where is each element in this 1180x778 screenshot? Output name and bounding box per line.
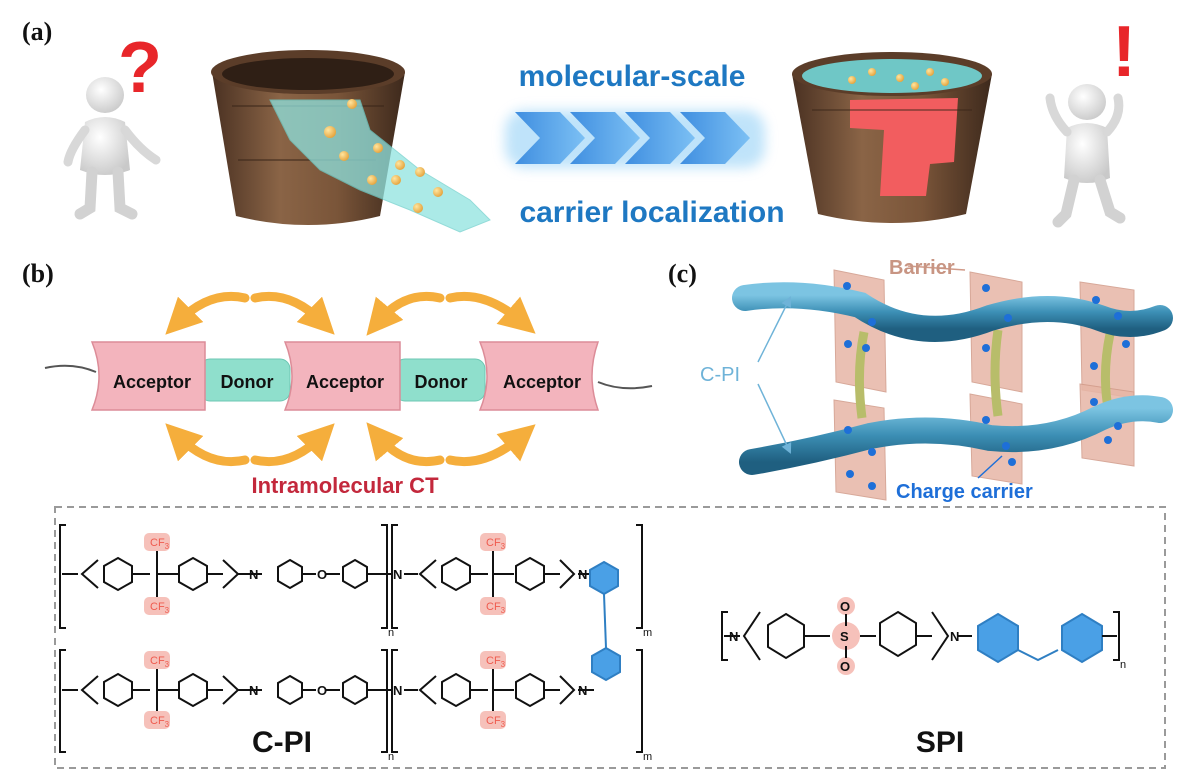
- intramolecular-ct-label: Intramolecular CT: [251, 473, 439, 498]
- donor-label-2: Donor: [415, 372, 468, 392]
- oxygen-label-spi-2: O: [840, 659, 850, 674]
- subscript-m-1: m: [643, 627, 652, 639]
- acceptor-label-3: Acceptor: [503, 372, 581, 392]
- spi-structure-name: SPI: [916, 726, 964, 759]
- nitrogen-label-5: N: [393, 683, 402, 698]
- acceptor-label-1: Acceptor: [113, 372, 191, 392]
- full-bucket-icon: [792, 52, 992, 223]
- sulfur-label: S: [840, 629, 849, 644]
- subscript-m-2: m: [643, 751, 652, 763]
- exclamation-mark: !: [1112, 12, 1136, 92]
- panel-label-a: (a): [22, 17, 52, 46]
- donor-label-1: Donor: [221, 372, 274, 392]
- cpi-structure-bottom: [59, 646, 643, 753]
- cf3-subscript: 3: [165, 542, 170, 551]
- nitrogen-label-6: N: [578, 683, 587, 698]
- cf3-subscript: 3: [165, 660, 170, 669]
- charge-transfer-arrows: [165, 291, 536, 467]
- nitrogen-label-1: N: [249, 567, 258, 582]
- nitrogen-label-3: N: [578, 567, 587, 582]
- cf3-subscript: 3: [501, 606, 506, 615]
- panel-label-b: (b): [22, 259, 54, 288]
- oxygen-label-1: O: [317, 567, 327, 582]
- oxygen-label-spi-1: O: [840, 599, 850, 614]
- subscript-n-spi: n: [1120, 659, 1126, 671]
- happy-person-figure: [1045, 84, 1126, 228]
- subscript-n-1: n: [388, 627, 394, 639]
- cpi-structure-name: C-PI: [252, 726, 312, 759]
- cpi-network-label: C-PI: [700, 364, 740, 386]
- confused-person-figure: [63, 77, 161, 220]
- nitrogen-label-4: N: [249, 683, 258, 698]
- cf3-subscript: 3: [165, 606, 170, 615]
- cf3-subscript: 3: [501, 660, 506, 669]
- oxygen-label-2: O: [317, 683, 327, 698]
- chevron-arrows: [505, 110, 765, 168]
- carrier-localization-label: carrier localization: [519, 196, 784, 229]
- subscript-n-2: n: [388, 751, 394, 763]
- question-mark: ?: [118, 28, 162, 108]
- barrier-label: Barrier: [889, 257, 955, 279]
- charge-carrier-label: Charge carrier: [896, 481, 1033, 503]
- cf3-subscript: 3: [165, 720, 170, 729]
- cpi-structure-top: [59, 524, 643, 649]
- panel-label-c: (c): [668, 259, 697, 288]
- donor-acceptor-chain: [44, 341, 653, 411]
- molecular-scale-label: molecular-scale: [519, 60, 746, 93]
- structures-box: [54, 506, 1166, 769]
- acceptor-label-2: Acceptor: [306, 372, 384, 392]
- cf3-subscript: 3: [501, 542, 506, 551]
- cf3-subscript: 3: [501, 720, 506, 729]
- leaking-bucket-icon: [211, 50, 491, 233]
- nitrogen-label-spi-2: N: [950, 629, 959, 644]
- spi-structure: [721, 597, 1120, 675]
- polymer-network-illustration: [732, 265, 1173, 501]
- nitrogen-label-spi-1: N: [729, 629, 738, 644]
- nitrogen-label-2: N: [393, 567, 402, 582]
